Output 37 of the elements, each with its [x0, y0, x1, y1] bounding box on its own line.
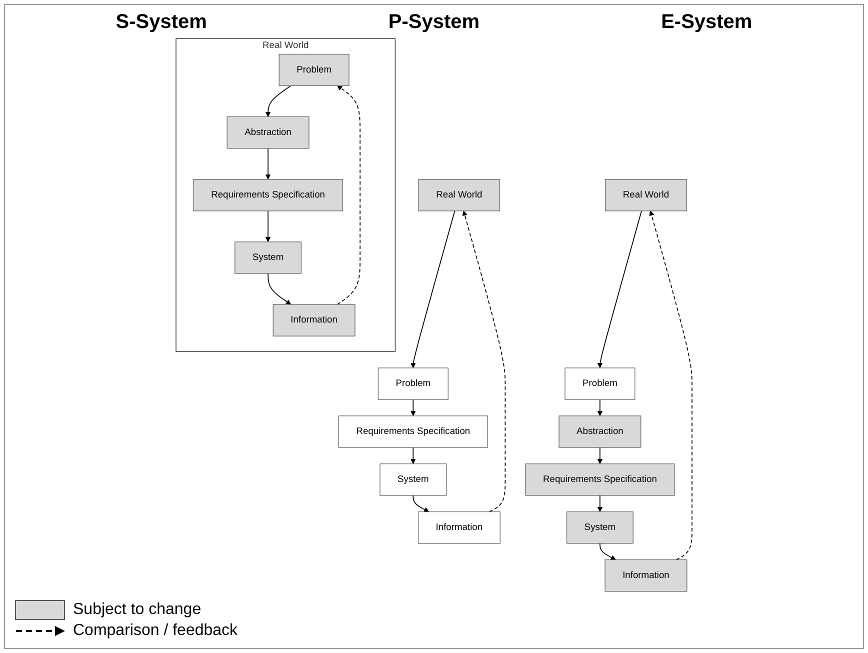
- node-box: Real World: [605, 179, 687, 212]
- node-box: Real World: [418, 179, 500, 212]
- arrow: [600, 542, 616, 560]
- arrow: [597, 399, 603, 416]
- node-box: System: [380, 464, 447, 496]
- node-box: Abstraction: [226, 116, 310, 149]
- column-heading: E-System: [661, 11, 752, 34]
- arrow: [597, 494, 603, 512]
- arrow: [462, 210, 506, 512]
- node-box: System: [234, 242, 302, 274]
- arrow: [336, 86, 361, 305]
- arrow: [410, 447, 416, 464]
- column-heading: S-System: [116, 11, 207, 34]
- arrow: [265, 85, 292, 117]
- node-box: Requirements Specification: [193, 179, 343, 212]
- arrow: [410, 399, 416, 416]
- node-box: Information: [272, 304, 356, 336]
- arrow: [410, 210, 456, 368]
- node-box: Problem: [378, 368, 448, 400]
- node-box: Requirements Specification: [525, 464, 675, 496]
- arrow: [412, 494, 430, 512]
- arrow: [268, 273, 292, 305]
- node-box: Information: [418, 512, 500, 544]
- node-box: System: [566, 512, 634, 544]
- arrow: [649, 210, 692, 560]
- arrow: [265, 210, 271, 242]
- node-box: Abstraction: [558, 416, 642, 448]
- column-heading: P-System: [388, 11, 480, 34]
- legend-label: Comparison / feedback: [73, 622, 238, 640]
- legend-label: Subject to change: [73, 601, 202, 619]
- arrow: [597, 210, 642, 368]
- node-box: Problem: [564, 368, 636, 400]
- node-box: Problem: [278, 54, 350, 86]
- node-box: Information: [604, 559, 688, 592]
- arrow: [597, 447, 603, 464]
- arrow: [265, 148, 271, 180]
- node-box: Requirements Specification: [338, 416, 488, 448]
